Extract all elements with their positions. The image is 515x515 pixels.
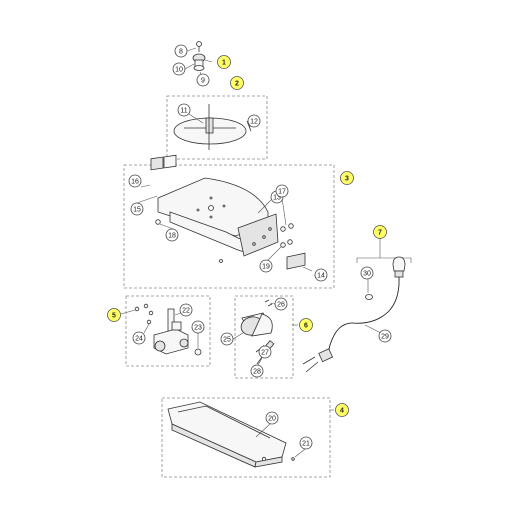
part-callout-18[interactable]: 18	[165, 228, 179, 242]
part-callout-20[interactable]: 20	[265, 411, 279, 425]
svg-text:3: 3	[345, 176, 349, 183]
svg-text:16: 16	[131, 179, 139, 186]
group-4-frame	[161, 397, 331, 478]
group-callouts: 1 2 3 4 5 6 7	[107, 55, 387, 417]
svg-text:23: 23	[194, 325, 202, 332]
screws-17-19	[155, 219, 294, 263]
svg-text:1: 1	[222, 60, 226, 67]
group-callout-5[interactable]: 5	[107, 308, 121, 322]
svg-text:15: 15	[133, 207, 141, 214]
assembly-group-7	[302, 237, 412, 373]
svg-text:24: 24	[135, 336, 143, 343]
part-callouts: 8 9 10 11 12 13 14 15	[128, 44, 392, 450]
part-callout-24[interactable]: 24	[132, 331, 146, 345]
part-callout-11[interactable]: 11	[177, 103, 191, 117]
assembly-group-5	[120, 295, 211, 367]
svg-text:11: 11	[180, 108, 187, 115]
svg-text:30: 30	[363, 271, 371, 278]
group-callout-3[interactable]: 3	[340, 171, 354, 185]
drip-tray-drawing	[167, 401, 295, 468]
svg-text:29: 29	[381, 334, 389, 341]
svg-text:26: 26	[277, 302, 285, 309]
part-callout-21[interactable]: 21	[299, 436, 313, 450]
part-callout-16[interactable]: 16	[128, 174, 142, 188]
part-callout-10[interactable]: 10	[172, 62, 186, 76]
assembly-group-6	[232, 295, 298, 379]
screws-24	[134, 303, 154, 325]
part-callout-22[interactable]: 22	[179, 303, 193, 317]
data-plate-14	[286, 252, 306, 270]
svg-text:13: 13	[273, 195, 281, 202]
valve-knob-drawing	[192, 41, 206, 71]
svg-text:6: 6	[304, 323, 308, 330]
part-callout-19[interactable]: 19	[259, 259, 273, 273]
svg-text:22: 22	[182, 308, 190, 315]
svg-text:18: 18	[168, 233, 176, 240]
part-callout-14[interactable]: 14	[314, 268, 328, 282]
canister-drawing	[240, 299, 275, 365]
part-callout-12[interactable]: 12	[247, 114, 261, 128]
svg-text:14: 14	[317, 273, 325, 280]
svg-text:21: 21	[302, 441, 310, 448]
part-callout-27[interactable]: 27	[258, 345, 272, 359]
svg-text:25: 25	[223, 337, 231, 344]
gas-hose-drawing	[302, 256, 406, 373]
svg-text:2: 2	[235, 81, 239, 88]
svg-text:5: 5	[112, 313, 116, 320]
svg-text:17: 17	[278, 189, 286, 196]
svg-text:20: 20	[268, 416, 276, 423]
group-callout-1[interactable]: 1	[217, 55, 231, 69]
svg-text:10: 10	[175, 67, 183, 74]
group-callout-6[interactable]: 6	[299, 318, 313, 332]
svg-text:27: 27	[261, 350, 269, 357]
svg-text:12: 12	[250, 119, 258, 126]
assembly-group-2	[166, 95, 268, 160]
group-2-frame	[166, 95, 268, 160]
part-callout-26[interactable]: 26	[274, 297, 288, 311]
svg-text:28: 28	[253, 369, 261, 376]
part-callout-17[interactable]: 17	[275, 184, 289, 198]
nut-23	[194, 348, 202, 356]
svg-text:9: 9	[201, 78, 205, 85]
part-callout-28[interactable]: 28	[250, 364, 264, 378]
group-5-frame	[125, 295, 211, 367]
assembly-group-4	[161, 397, 334, 478]
valve-body-drawing	[153, 308, 189, 355]
svg-text:8: 8	[179, 49, 183, 56]
group-callout-4[interactable]: 4	[335, 403, 349, 417]
burner-disc-drawing	[173, 104, 252, 150]
part-callout-30[interactable]: 30	[360, 266, 374, 280]
svg-text:7: 7	[378, 230, 382, 237]
part-callout-15[interactable]: 15	[130, 202, 144, 216]
label-plate-16	[150, 154, 177, 171]
svg-text:4: 4	[340, 408, 344, 415]
group-callout-7[interactable]: 7	[373, 225, 387, 239]
assembly-group-1	[184, 41, 213, 81]
group-callout-2[interactable]: 2	[230, 76, 244, 90]
base-plate-drawing	[157, 177, 279, 257]
svg-text:19: 19	[262, 264, 270, 271]
part-callout-9[interactable]: 9	[196, 73, 210, 87]
part-callout-29[interactable]: 29	[378, 329, 392, 343]
part-callout-23[interactable]: 23	[191, 320, 205, 334]
group-3-frame	[123, 164, 335, 289]
part-callout-25[interactable]: 25	[220, 332, 234, 346]
part-callout-8[interactable]: 8	[174, 44, 188, 58]
assembly-group-3	[123, 154, 335, 289]
